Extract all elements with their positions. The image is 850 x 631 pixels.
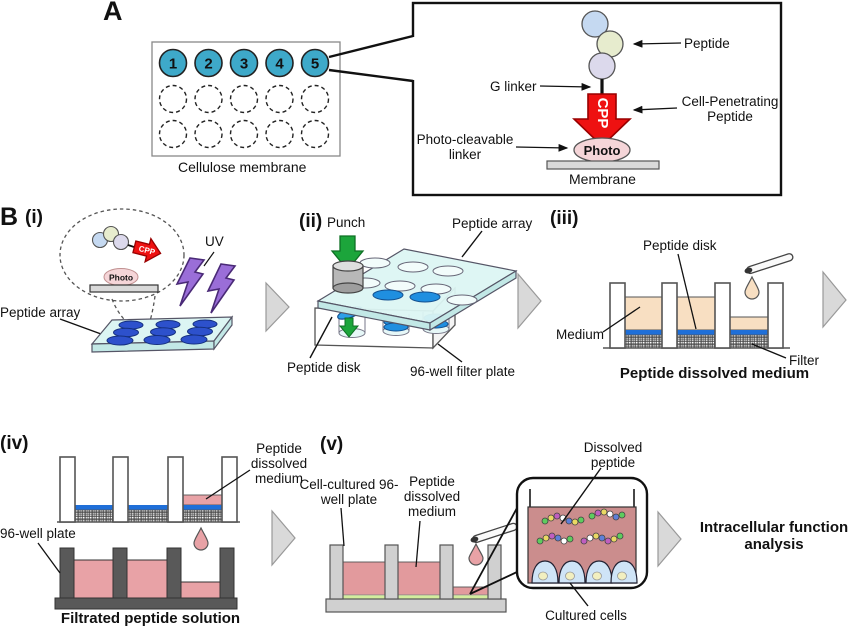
uv-label: UV	[205, 234, 224, 249]
medium-label: Medium	[556, 327, 605, 342]
step-iv-caption: Filtrated peptide solution	[60, 610, 241, 627]
cultured-cells-icons	[531, 560, 638, 584]
cpp-mini-arrow: CPP	[132, 237, 162, 264]
step-v-label: (v)	[320, 434, 344, 455]
peptide-structure: CPP Photo	[515, 10, 682, 170]
photo-text: Photo	[584, 143, 621, 158]
magnified-well	[515, 467, 649, 607]
peptide-disk-label-ii: Peptide disk	[287, 360, 361, 375]
step-iii-caption: Peptide dissolved medium	[619, 365, 810, 382]
step-iv-label: (iv)	[0, 433, 29, 454]
cell-plate-label-v: Cell-cultured 96-well plate	[299, 477, 399, 508]
membrane-spot-row: 1 2 3 4 5	[158, 48, 330, 78]
medium-fill	[624, 296, 769, 331]
cell-plate-v	[325, 507, 518, 613]
step-arrow-3	[822, 270, 847, 329]
cellulose-membrane: 1 2 3 4 5	[151, 41, 341, 157]
peptide-disk-stripes	[625, 330, 768, 335]
step-arrow-2	[517, 272, 542, 330]
outcome-label: Intracellular function analysis	[699, 519, 849, 553]
membrane-bar	[546, 160, 660, 170]
membrane-mini-bar	[89, 284, 159, 293]
step-arrow-1	[265, 281, 290, 333]
cpp-arrow-text: CPP	[594, 98, 611, 129]
cellulose-membrane-caption: Cellulose membrane	[178, 159, 307, 175]
peptide-array-plate	[59, 315, 234, 353]
spot-number-1: 1	[169, 56, 177, 73]
cell-penetrating-peptide-label: Cell-Penetrating Peptide	[681, 94, 779, 125]
peptide-array-label-ii: Peptide array	[452, 216, 533, 231]
droplet-icon	[744, 275, 760, 300]
peptide-array-on-plate	[316, 248, 518, 332]
spot-number-2: 2	[204, 56, 212, 73]
punch-out-arrow	[338, 317, 360, 338]
step-i-label: (i)	[25, 207, 43, 228]
filter-label: Filter	[789, 353, 819, 368]
cpp-mini-text: CPP	[138, 244, 157, 257]
filtrate-fill	[73, 559, 221, 599]
membrane-empty-spots	[158, 84, 330, 149]
panel-b-label: B	[0, 203, 19, 231]
spot-number-3: 3	[240, 56, 248, 73]
spot-number-5: 5	[311, 56, 319, 73]
step-ii-label: (ii)	[299, 211, 323, 232]
step-arrow-4	[271, 509, 296, 567]
filter-layers	[624, 334, 769, 349]
detail-pointer-arrows	[515, 39, 682, 152]
droplet-icon-v	[468, 542, 484, 566]
well-walls	[609, 282, 784, 349]
pipette-icon-v	[470, 522, 518, 544]
photo-mini-text: Photo	[109, 273, 133, 283]
spot-number-4: 4	[275, 56, 284, 73]
uv-bolts	[175, 251, 237, 314]
dissolved-peptide-label: Dissolved peptide	[583, 440, 643, 471]
punch-cylinder	[330, 235, 365, 294]
step-arrow-5	[657, 510, 682, 568]
dissolved-medium-label-v: Peptide dissolved medium	[403, 474, 461, 520]
punch-arrow	[330, 235, 365, 272]
96-well-plate-iv	[37, 542, 238, 610]
filter-plate-label-ii: 96-well filter plate	[410, 364, 516, 379]
peptide-label: Peptide	[684, 36, 730, 51]
step-ii-pointer-lines	[309, 230, 483, 363]
peptide-array-label-i: Peptide array	[0, 305, 81, 320]
thought-bubble: CPP Photo	[59, 208, 185, 334]
well-cross-section-iii	[602, 253, 794, 359]
panel-a-label: A	[103, 0, 123, 26]
cultured-cells-label: Cultured cells	[545, 608, 627, 623]
pipette-icon	[744, 253, 794, 275]
droplet-icon-iv	[193, 526, 209, 551]
punch-label: Punch	[327, 215, 366, 230]
membrane-label: Membrane	[569, 171, 636, 187]
well-plate-label-iv: 96-well plate	[0, 526, 76, 541]
step-iii-label: (iii)	[550, 208, 579, 229]
peptide-disk-label-iii: Peptide disk	[643, 238, 717, 253]
g-linker-label: G linker	[490, 79, 537, 94]
dissolved-peptide-chains	[536, 508, 626, 545]
photo-cleavable-linker-label: Photo-cleavable linker	[416, 132, 514, 163]
cpp-arrow	[572, 93, 632, 148]
filter-plate-cross-section-iv	[57, 456, 251, 551]
dissolved-medium-label-iv: Peptide dissolved medium	[250, 441, 308, 487]
